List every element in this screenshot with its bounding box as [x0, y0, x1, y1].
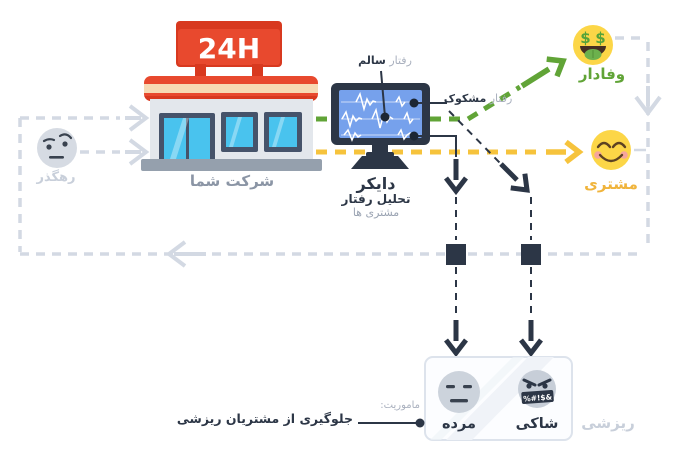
into-box-arrows — [453, 320, 534, 341]
node-square-left — [446, 244, 466, 265]
store-sign-text: 24H — [198, 32, 260, 65]
complainer-label: شاکی — [515, 416, 559, 432]
visitor-loop-dashed-path — [18, 36, 650, 256]
dead-label: مرده — [442, 416, 476, 432]
loyal-money-face-emoji: $ $ — [573, 25, 613, 65]
sign-post-right — [252, 64, 263, 78]
customer-smiling-emoji — [591, 130, 631, 170]
analyzer-subtitle2: مشتری ها — [352, 206, 400, 219]
store-door — [159, 113, 215, 161]
mission-connector — [358, 418, 425, 428]
censored-swearing-text: %#!$& — [523, 392, 553, 403]
dollar-eye-right: $ — [595, 29, 605, 47]
enter-store-arrow-bottom — [125, 138, 148, 166]
suspicious-behavior-prefix: رفتار — [489, 92, 513, 105]
healthy-behavior-prefix: رفتار — [389, 54, 412, 67]
dollar-eye-left: $ — [580, 29, 590, 47]
annotation-connectors — [380, 70, 457, 157]
mission-prefix: ماموریت: — [380, 400, 420, 411]
return-loop-arrow-left — [167, 240, 206, 268]
store-window-left — [221, 112, 258, 152]
store-base — [141, 159, 322, 171]
complainer-angry-emoji: %#!$& — [518, 370, 556, 408]
store-label: شرکت شما — [189, 172, 275, 190]
healthy-behavior-word: سالم — [358, 54, 386, 67]
store-icon: 24H — [141, 21, 322, 171]
healthy-behavior-label: رفتار سالم — [358, 54, 412, 68]
enter-store-arrow-top — [125, 104, 148, 132]
churn-group-label: ریزشی — [581, 414, 635, 432]
passerby-label: رهگذر — [36, 170, 76, 185]
store-window-right — [264, 112, 302, 152]
behavior-analyzer-monitor-icon — [331, 83, 430, 169]
node-square-right — [521, 244, 541, 265]
suspicious-behavior-label: رفتار مشکوک — [443, 92, 513, 106]
return-loop-arrow-down — [634, 86, 662, 115]
green-arrowhead — [547, 52, 568, 76]
dead-expressionless-emoji — [438, 371, 480, 413]
dark-arrowhead — [446, 340, 466, 353]
analyzer-subtitle: تحلیل رفتار — [341, 192, 411, 206]
passerby-emoji — [37, 128, 77, 168]
store-awning — [144, 76, 318, 101]
drop-lines — [455, 197, 532, 316]
yellow-arrowhead — [566, 142, 579, 162]
loyal-label: وفادار — [578, 65, 626, 83]
analyzer-name: دایکر — [356, 174, 396, 193]
suspicious-behavior-word: مشکوک — [443, 92, 487, 105]
dark-arrowhead — [521, 340, 541, 353]
sign-post-left — [195, 64, 206, 78]
customer-label: مشتری — [584, 175, 638, 193]
suspicious-branch-right — [448, 110, 519, 182]
annotation-dots — [380, 98, 419, 141]
mission-text: جلوگیری از مشتریان ریزشی — [176, 411, 353, 426]
